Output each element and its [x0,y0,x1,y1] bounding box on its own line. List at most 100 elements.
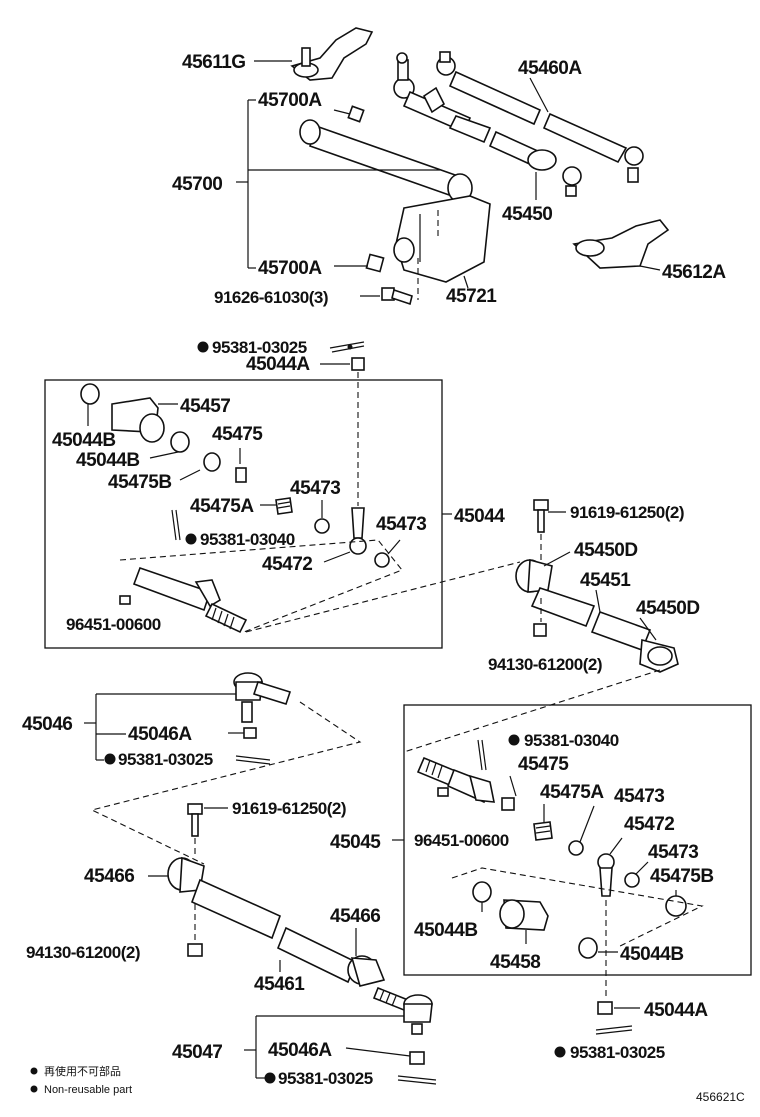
label-45450d-a: 45450D [574,540,638,561]
label-45475-b: 45475 [518,754,569,775]
non-reusable-dot [264,1072,276,1084]
non-reusable-dot [197,341,209,353]
label-91619-b: 91619-61250(2) [232,799,346,818]
label-45700a-top: 45700A [258,90,322,111]
label-45611g: 45611G [182,52,246,73]
label-45044b-c: 45044B [414,920,478,941]
label-45466-b: 45466 [330,906,380,927]
label-45450d-b: 45450D [636,598,700,619]
relay-rod-45450 [393,52,582,197]
label-45700: 45700 [172,174,222,195]
seat-45475 [235,467,247,483]
label-45044a-b: 45044A [644,1000,708,1021]
label-91619-a: 91619-61250(2) [570,503,684,522]
sleeve-45451 [530,587,652,652]
label-45473-a: 45473 [290,478,340,499]
bracket-45721 [393,195,491,283]
label-45045: 45045 [330,832,381,853]
label-45475a-b: 45475A [540,782,604,803]
nut-45044a-b [597,1001,613,1015]
tie-rod-end-45045 [416,756,495,804]
socket-45458 [472,881,598,959]
label-45475a-a: 45475A [190,496,254,517]
label-95381-03040-a: 95381-03040 [200,530,295,549]
label-45612a: 45612A [662,262,726,283]
non-reusable-dot [185,533,197,545]
label-45046a-b: 45046A [268,1040,332,1061]
nut-45046a-a [243,727,257,739]
label-45472-a: 45472 [262,554,312,575]
label-95381-03040-b: 95381-03040 [524,731,619,750]
label-45044b-d: 45044B [620,944,684,965]
label-45450: 45450 [502,204,552,225]
label-45047: 45047 [172,1042,222,1063]
cotter-pin-d [477,739,487,771]
non-reusable-dot [508,734,520,746]
label-45472-b: 45472 [624,814,674,835]
plug-45475b-b [665,895,687,917]
tie-rod-end-45047 [372,986,433,1035]
label-45475-a: 45475 [212,424,263,445]
nut-45044a-top [351,357,365,371]
label-45473-c: 45473 [614,786,664,807]
seat-45475-b [501,797,515,811]
label-96451-a: 96451-00600 [66,615,161,634]
label-45457: 45457 [180,396,230,417]
label-45475b-a: 45475B [108,472,172,493]
legend-dot [30,1085,38,1093]
label-45460a: 45460A [518,58,582,79]
bolt-91619-a [533,499,549,533]
label-45458: 45458 [490,952,540,973]
legend-line-ja: 再使用不可部品 [44,1064,121,1078]
grease-fitting-b [437,787,449,797]
label-45473-d: 45473 [648,842,698,863]
label-45475b-b: 45475B [650,866,714,887]
seat-45473-d [624,872,640,888]
label-45046a-a: 45046A [128,724,192,745]
label-91626: 91626-61030(3) [214,288,328,307]
label-94130-b: 94130-61200(2) [26,943,140,962]
plug-45475b [203,452,221,472]
label-45721: 45721 [446,286,497,307]
legend-dot [30,1067,38,1075]
tie-rod-end-45046 [233,672,292,723]
non-reusable-dot [104,753,116,765]
label-94130-a: 94130-61200(2) [488,655,602,674]
label-95381-03025-a: 95381-03025 [212,338,307,357]
cotter-pin-e [595,1025,633,1035]
label-45046: 45046 [22,714,72,735]
pitman-arm-45611g [290,27,374,81]
label-96451-b: 96451-00600 [414,831,509,850]
label-95381-03025-d: 95381-03025 [570,1043,665,1062]
spring-45475a-b [533,821,553,841]
cotter-pin-b [235,755,271,765]
socket-45457 [80,383,190,453]
label-45473-b: 45473 [376,514,426,535]
label-95381-03025-b: 95381-03025 [118,750,213,769]
legend-line-en: Non-reusable part [44,1084,132,1096]
nut-45046a-b [409,1051,425,1065]
clamp-45450d-b [639,638,679,673]
idler-arm-45700 [299,105,473,273]
ball-stud-45472-b [597,853,615,897]
nut-94130-a [533,623,547,637]
ball-stud-45472-a [349,507,367,555]
label-45044a-a: 45044A [246,354,310,375]
non-reusable-dot [554,1046,566,1058]
cotter-pin-c [397,1075,437,1085]
seat-45473-b [374,552,390,568]
bolt-91619-b [187,803,203,837]
tie-rod-45460a [436,51,644,183]
label-45451: 45451 [580,570,631,591]
seat-45473-a [314,518,330,534]
tube-45461 [190,878,358,984]
spring-45475a [275,497,293,515]
label-45700a-bottom: 45700A [258,258,322,279]
label-45044b-b: 45044B [76,450,140,471]
clamp-45466-b [347,955,386,987]
label-95381-03025-c: 95381-03025 [278,1069,373,1088]
tie-rod-end-45044 [132,566,248,634]
label-45044b-a: 45044B [52,430,116,451]
